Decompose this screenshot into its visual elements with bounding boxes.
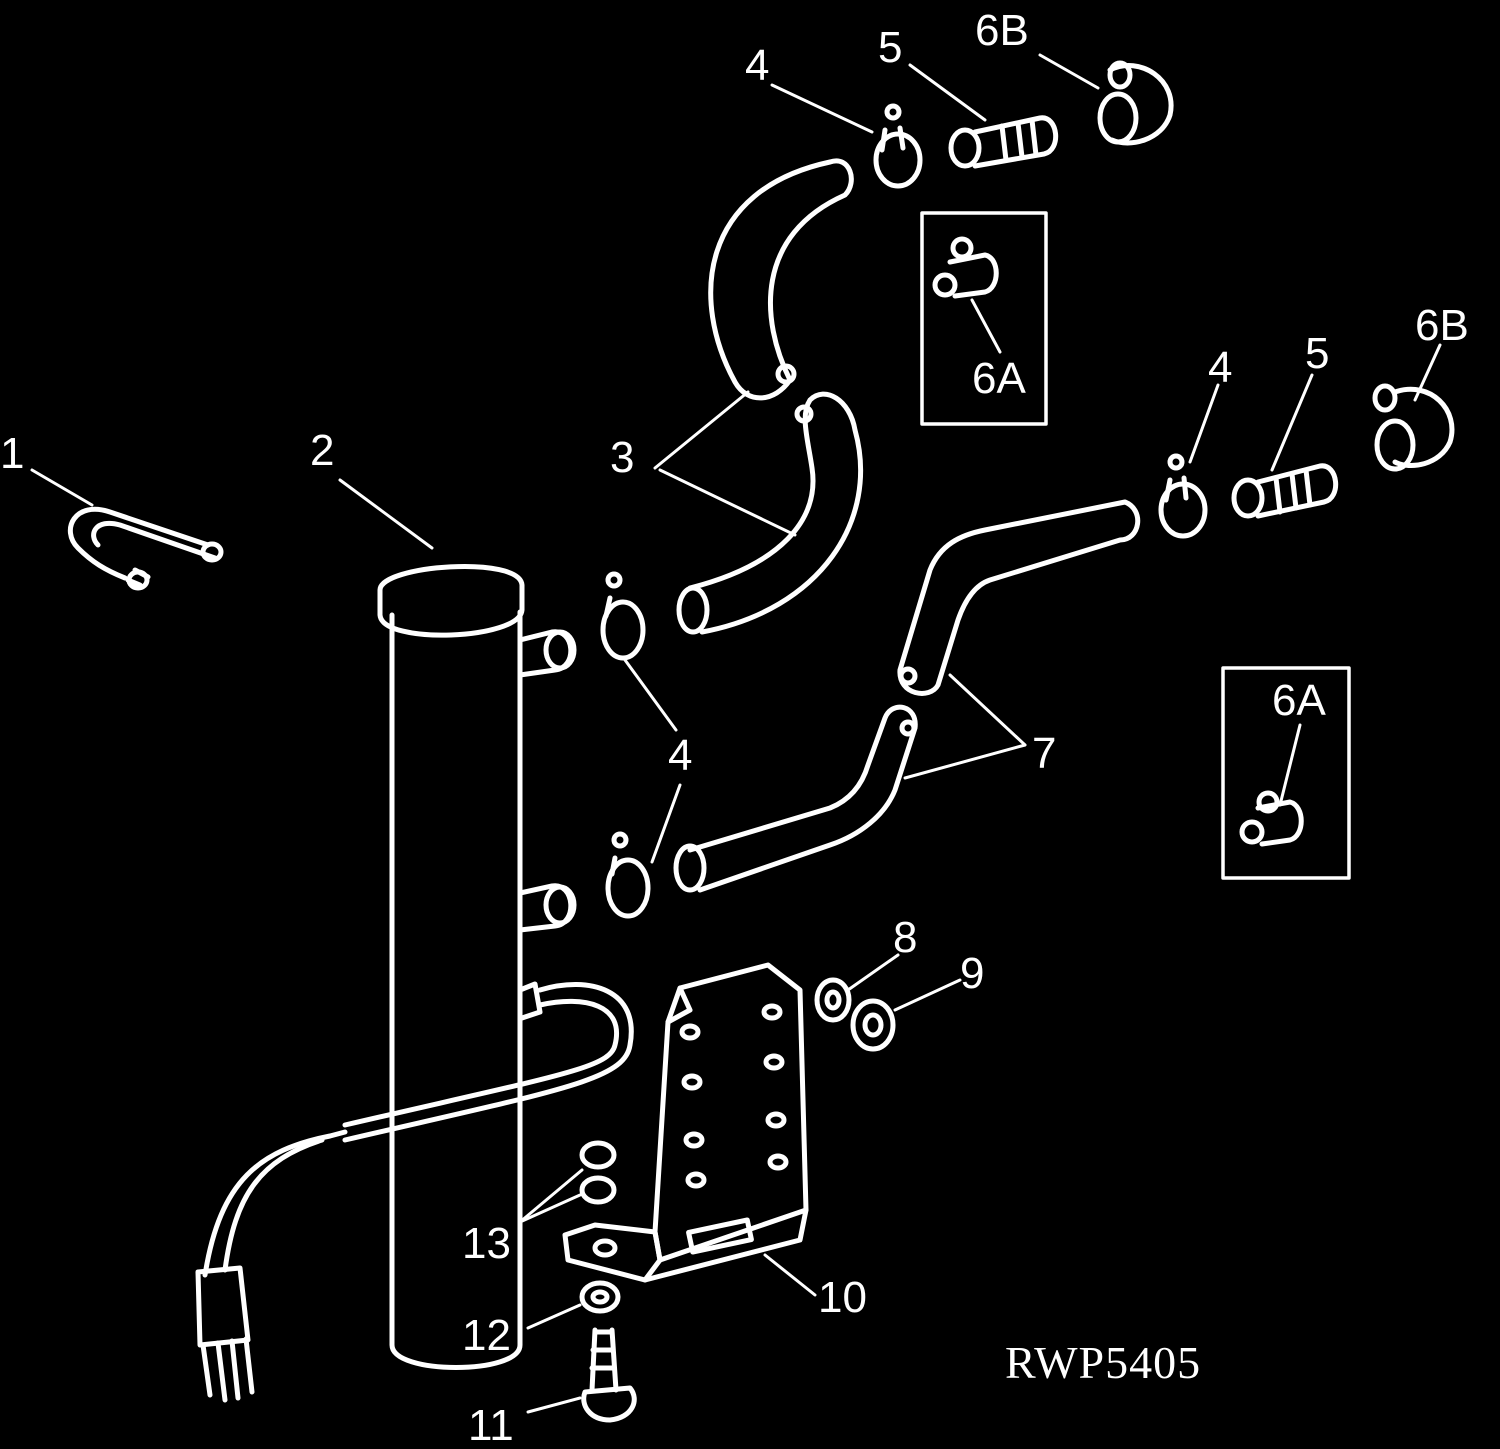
part-10-bracket xyxy=(562,962,809,1283)
callout-1: 1 xyxy=(0,429,24,478)
callout-5-top: 5 xyxy=(878,23,902,72)
callout-11: 11 xyxy=(468,1401,514,1449)
callout-6a-upper: 6A xyxy=(972,354,1026,403)
callout-6b-top: 6B xyxy=(975,6,1029,55)
callout-labels: 1 2 3 4 5 6B 6A 4 5 6B 6A 4 7 8 9 10 13 … xyxy=(0,6,1469,1449)
callout-2: 2 xyxy=(310,426,334,475)
callout-8: 8 xyxy=(893,913,917,962)
part-4-hose-clamps xyxy=(600,103,1208,919)
part-7-hoses xyxy=(673,499,1141,893)
part-13-grommets xyxy=(579,1140,617,1205)
part-1-u-bolt xyxy=(67,506,224,591)
callout-4-right: 4 xyxy=(1208,343,1232,392)
callout-4-top: 4 xyxy=(745,41,769,90)
callout-4-center: 4 xyxy=(668,731,692,780)
part-2-heater-tank xyxy=(377,564,577,1370)
callout-6a-lower: 6A xyxy=(1272,676,1326,725)
part-6a-inset-upper xyxy=(920,211,1048,426)
callout-13: 13 xyxy=(462,1219,511,1268)
figure-reference-code: RWP5405 xyxy=(1005,1337,1201,1388)
callout-6b-right: 6B xyxy=(1415,301,1469,350)
part-9-nut xyxy=(850,998,896,1052)
callout-9: 9 xyxy=(960,949,984,998)
bracket-holes xyxy=(679,1003,789,1189)
part-6a-inset-lower xyxy=(1221,666,1351,880)
part-11-bolt xyxy=(581,1327,637,1423)
heater-power-cord xyxy=(195,982,634,1403)
part-5-nipples xyxy=(948,115,1339,519)
part-8-washer xyxy=(814,977,852,1023)
part-6b-elbows xyxy=(1097,60,1455,472)
part-3-hoses xyxy=(676,158,864,635)
callout-3: 3 xyxy=(610,433,634,482)
callout-10: 10 xyxy=(818,1273,867,1322)
callout-7: 7 xyxy=(1032,729,1056,778)
callout-12: 12 xyxy=(462,1311,511,1360)
callout-5-right: 5 xyxy=(1305,329,1329,378)
leader-lines xyxy=(30,53,1442,1414)
part-12-washer xyxy=(579,1280,621,1314)
